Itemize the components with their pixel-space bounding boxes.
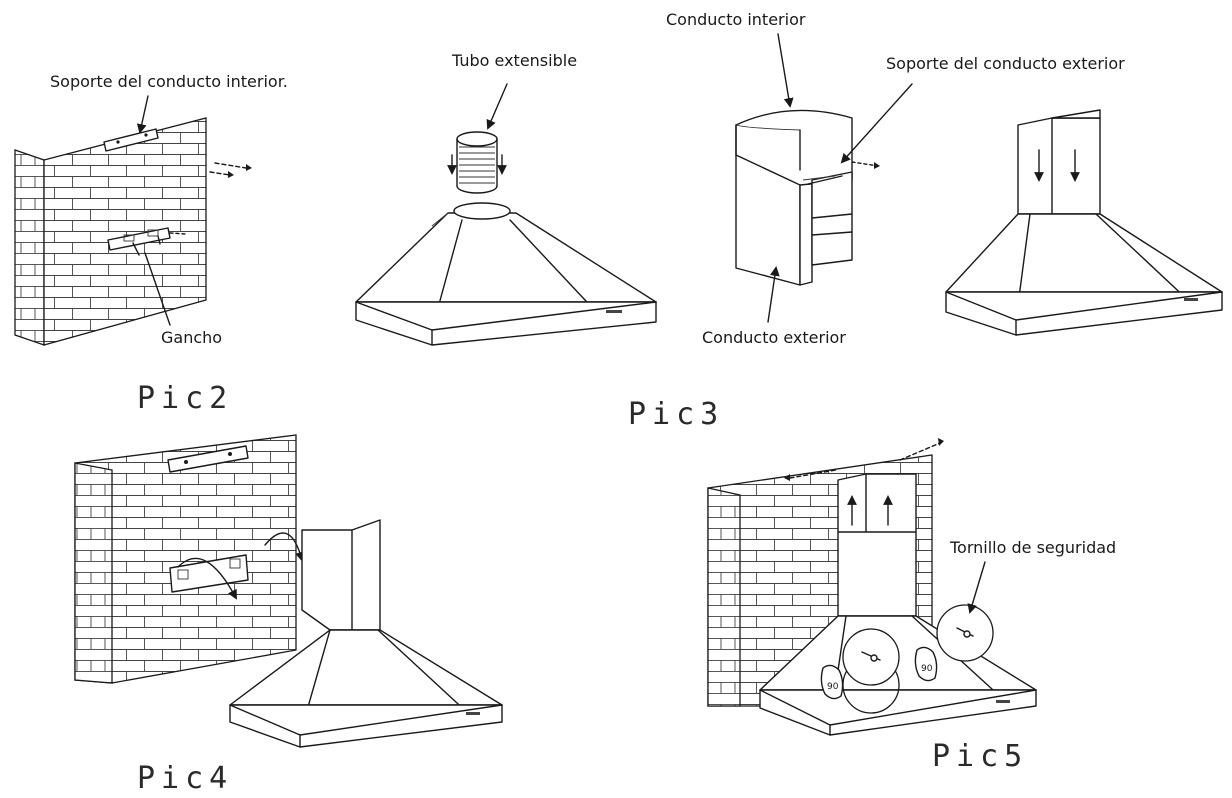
warning-sticker-right — [914, 646, 938, 682]
pic3-duct-assembly — [735, 109, 880, 286]
pic5-diagram — [707, 438, 1037, 736]
label-extendable-tube: Tubo extensible — [452, 51, 578, 70]
pic2-wall-diagram — [14, 117, 252, 346]
label-inner-duct-bracket: Soporte del conducto interior. — [50, 72, 288, 91]
pic2-wall-side — [14, 149, 45, 346]
caption-pic4: Pic4 — [137, 761, 234, 796]
screw-icon — [209, 162, 252, 178]
label-outer-duct: Conducto exterior — [702, 328, 846, 347]
pic2-wall-front — [43, 117, 207, 346]
pic3-assembled-hood — [945, 109, 1223, 336]
safety-screw-detail-left — [842, 628, 900, 714]
caption-pic5: Pic5 — [932, 739, 1029, 774]
pic3-hood-with-tube — [355, 131, 657, 346]
safety-screw-detail-right — [936, 604, 994, 662]
sticker-left-text: 90 — [827, 682, 839, 692]
label-safety-screw: Tornillo de seguridad — [950, 538, 1117, 557]
label-outer-duct-bracket: Soporte del conducto exterior — [886, 54, 1125, 73]
leader-lines — [136, 33, 986, 614]
sticker-right-text: 90 — [921, 664, 933, 674]
caption-pic3: Pic3 — [628, 397, 725, 432]
hook-bracket — [107, 227, 187, 256]
label-hook: Gancho — [161, 328, 223, 347]
label-inner-duct: Conducto interior — [666, 10, 806, 29]
warning-sticker-left — [820, 664, 844, 700]
caption-pic2: Pic2 — [137, 381, 234, 416]
pic4-diagram — [74, 434, 503, 748]
flexible-tube — [447, 131, 507, 194]
